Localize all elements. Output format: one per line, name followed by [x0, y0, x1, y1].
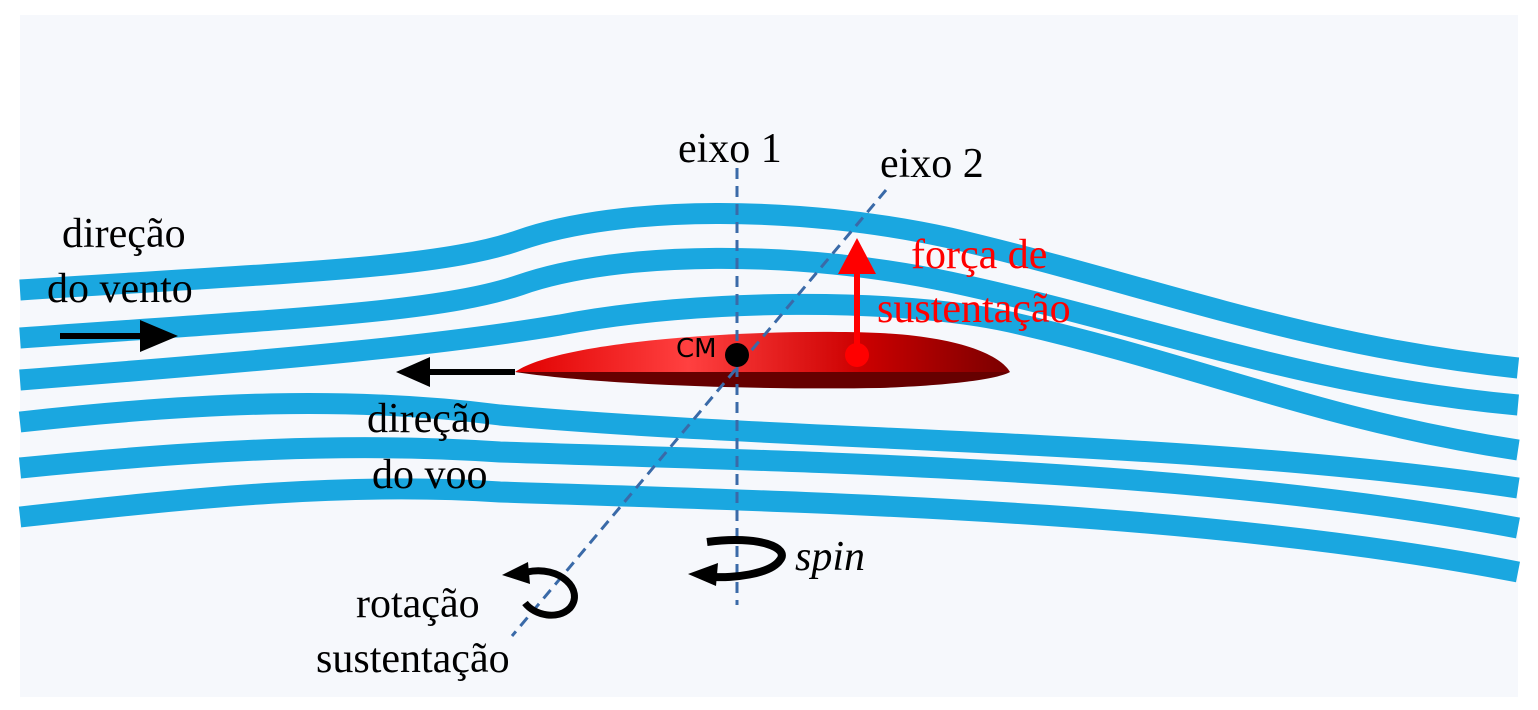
streamline: [18, 392, 1520, 499]
axis-1-label: eixo 1: [678, 126, 782, 172]
flight-direction-label-1: direção: [367, 396, 491, 442]
streamline: [19, 293, 1520, 461]
axis-2-label: eixo 2: [880, 141, 984, 187]
frisbee-wing: [515, 331, 1010, 389]
lift-force-arrow-icon: [838, 238, 876, 367]
lift-rotation-arrow-icon: [502, 562, 578, 619]
wind-direction-label-2: do vento: [47, 266, 193, 312]
lift-rotation-label-1: rotação: [356, 581, 480, 627]
wind-direction-label-1: direção: [62, 211, 186, 257]
center-of-mass-label: CM: [676, 334, 717, 364]
lift-rotation-label-2: sustentação: [316, 636, 510, 682]
streamline: [18, 437, 1520, 539]
spin-label: spin: [795, 534, 865, 580]
axis-2-line: [510, 189, 888, 637]
lift-force-label-1: força de: [911, 232, 1047, 278]
flight-direction-arrow-icon: [396, 357, 515, 387]
center-of-mass-dot: [725, 343, 749, 367]
lift-force-label-2: sustentação: [877, 286, 1071, 332]
wind-direction-arrow-icon: [60, 320, 178, 352]
flight-direction-label-2: do voo: [372, 452, 488, 498]
spin-rotation-arrow-icon: [688, 536, 786, 586]
